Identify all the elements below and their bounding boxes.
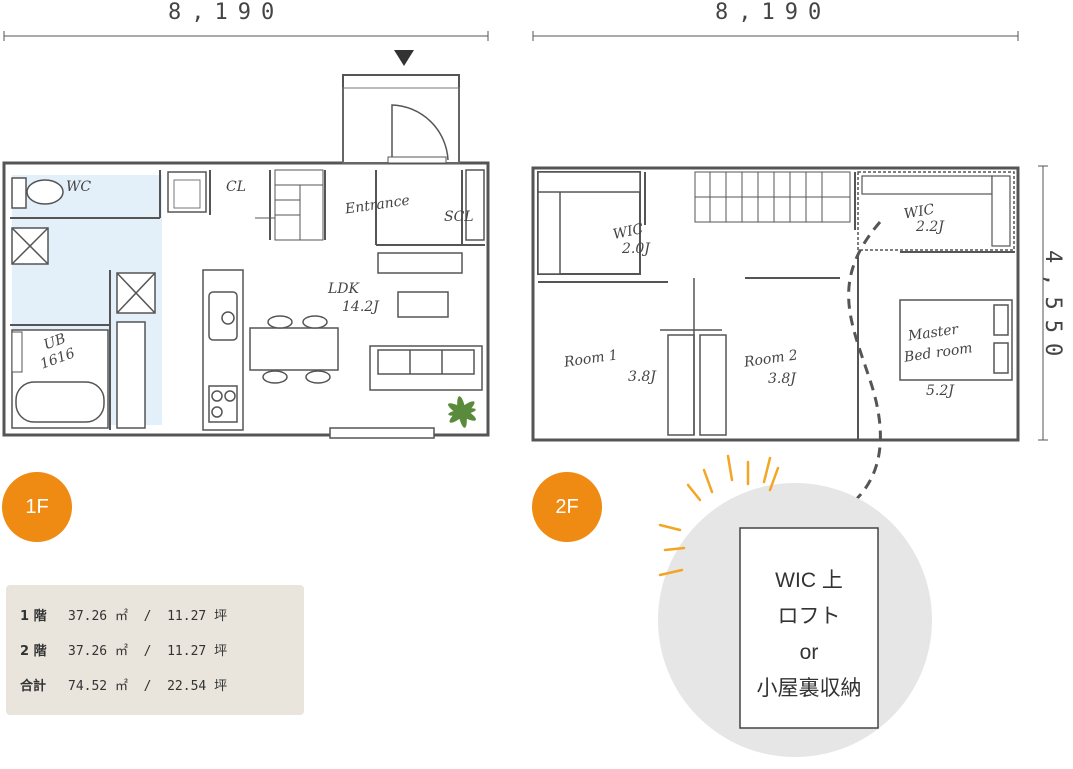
loft-description: WIC 上 ロフト or 小屋裏収納 [740,563,878,707]
floor1-outer-wall [2,161,490,437]
area-tsubo: 22.54 坪 [167,679,228,694]
dining-table-icon [249,315,339,384]
label-wic1-size: 2.0J [622,241,650,257]
label-room2-size: 3.8J [768,371,796,387]
floor2-outer-wall [531,166,1020,442]
floor1-badge: 1F [2,472,72,542]
label-wc: WC [66,179,92,195]
loft-leader-line [847,221,882,507]
dimension-f2-width: 8,190 [715,0,832,25]
loft-line4: 小屋裏収納 [756,677,862,700]
loft-line1: WIC 上 [775,569,843,592]
area-sqm: 37.26 ㎡ [68,609,128,624]
area-sqm: 74.52 ㎡ [68,679,128,694]
dimension-f1-width: 8,190 [168,0,285,25]
area-floor: 合計 [20,679,47,694]
label-ldk-size: 14.2J [342,299,379,315]
stairs-1f [255,169,324,241]
stairs-2f [694,171,851,223]
label-cl: CL [226,179,247,195]
label-wic2-size: 2.2J [916,219,944,235]
loft-line2: ロフト [777,605,841,628]
sofa-icon [369,345,483,391]
kitchen-counter [202,269,244,431]
plant-icon [448,396,476,428]
bed-icon [899,299,1013,381]
entrance-door [391,104,449,163]
floor2-plan [531,166,1020,507]
area-floor: 2 階 [20,644,47,659]
label-scl: SCL [444,209,474,225]
loft-box [739,527,879,729]
south-window [329,427,435,439]
area-sqm: 37.26 ㎡ [68,644,128,659]
tv-board-icon [397,291,449,318]
closet-room1-room2 [660,278,727,436]
loft-line3: or [799,641,819,664]
wic2-room [857,171,1015,251]
floor2-badge: 2F [532,472,602,542]
loft-callout [658,454,932,757]
label-room1-size: 3.8J [628,369,656,385]
sparkle-icon [658,454,780,577]
area-summary-panel [6,585,304,715]
area-floor: 1 階 [20,609,47,624]
bathtub-icon [15,381,105,423]
floor1-plan [2,50,490,439]
dimension-lines [3,31,1048,441]
entrance-arrow-icon [394,50,414,66]
dimension-depth: 4,550 [1040,250,1065,367]
label-ldk: LDK [328,281,359,297]
area-tsubo: 11.27 坪 [167,609,228,624]
label-master-size: 5.2J [926,383,954,399]
toilet-icon [11,177,64,209]
area-tsubo: 11.27 坪 [167,644,228,659]
